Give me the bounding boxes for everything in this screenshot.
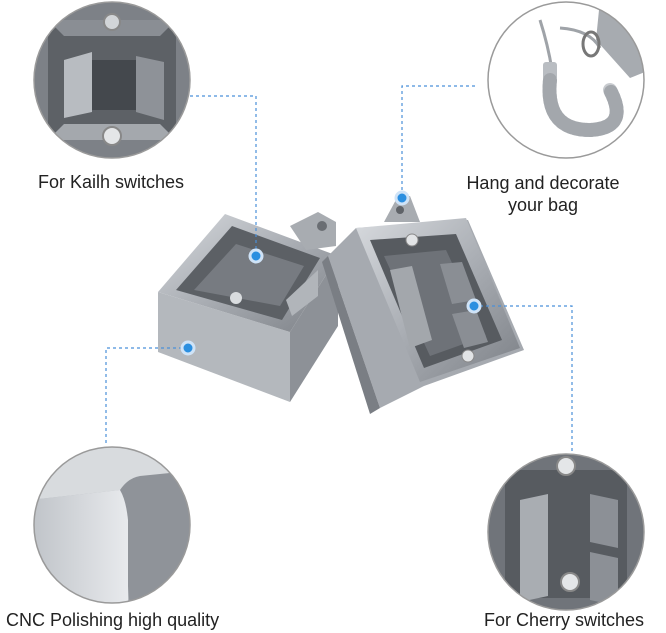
kailh-dot bbox=[248, 248, 264, 264]
accent-dots bbox=[180, 190, 482, 356]
kailh-detail-circle bbox=[33, 1, 191, 159]
kailh-label: For Kailh switches bbox=[38, 172, 185, 192]
cherry-detail-circle bbox=[487, 453, 645, 611]
hang-label: Hang and decorate your bag bbox=[448, 172, 638, 216]
cnc-detail-circle bbox=[33, 446, 191, 604]
cnc-label: CNC Polishing high quality bbox=[6, 610, 220, 630]
leader-line-hang bbox=[401, 85, 476, 196]
hang-label-line1: Hang and decorate bbox=[466, 173, 620, 193]
leader-line-cnc bbox=[105, 347, 188, 446]
hang-label-line2: your bag bbox=[507, 195, 579, 215]
cnc-dot bbox=[180, 340, 196, 356]
hang-dot bbox=[394, 190, 410, 206]
leader-line-cherry bbox=[474, 305, 573, 454]
cherry-dot bbox=[466, 298, 482, 314]
cherry-label: For Cherry switches bbox=[484, 610, 645, 630]
kailh-case bbox=[158, 212, 338, 402]
leader-lines bbox=[105, 85, 573, 454]
leader-line-kailh bbox=[190, 95, 257, 254]
lanyard-detail-circle bbox=[487, 1, 645, 159]
cherry-case bbox=[322, 196, 524, 414]
